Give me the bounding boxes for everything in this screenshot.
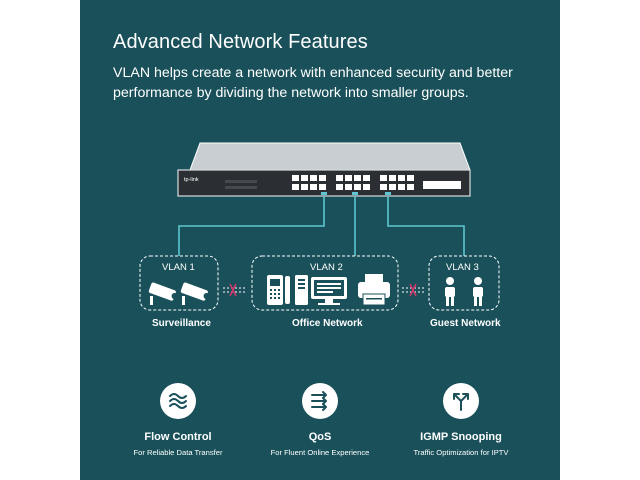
vlan3-label: VLAN 3: [446, 262, 479, 273]
feature-qos: QoS For Fluent Online Experience: [245, 383, 395, 457]
flow-control-subtitle: For Reliable Data Transfer: [133, 448, 223, 457]
vlan2-label: VLAN 2: [310, 262, 343, 273]
guest-network-label: Guest Network: [430, 318, 501, 329]
ip-phone-icon: [267, 275, 290, 305]
vlan1-label: VLAN 1: [162, 262, 195, 273]
vlan1-box: [139, 255, 219, 311]
printer-icon: [358, 274, 390, 306]
qos-title: QoS: [308, 431, 332, 443]
switch-brand-logo: tp-link: [184, 177, 199, 183]
feature-flow-control: Flow Control For Reliable Data Transfer: [103, 383, 253, 457]
igmp-snooping-title: IGMP Snooping: [420, 431, 502, 443]
feature-igmp-snooping: IGMP Snooping Traffic Optimization for I…: [386, 383, 536, 457]
office-network-label: Office Network: [292, 318, 363, 329]
vlan-isolation-marks: [223, 283, 425, 297]
feature-panel: Advanced Network Features VLAN helps cre…: [80, 0, 560, 480]
flow-control-title: Flow Control: [144, 431, 212, 443]
switch-ports: [292, 175, 414, 195]
vlan-diagram: tp-link: [139, 142, 500, 311]
description-text: VLAN helps create a network with enhance…: [113, 65, 513, 101]
camera-icon: [148, 282, 210, 305]
igmp-snooping-subtitle: Traffic Optimization for IPTV: [413, 448, 509, 457]
vlan-links: [178, 196, 465, 256]
surveillance-label: Surveillance: [152, 318, 211, 329]
waves-icon: [160, 383, 196, 419]
vlan2-box: [251, 255, 399, 311]
branching-arrows-icon: [443, 383, 479, 419]
qos-subtitle: For Fluent Online Experience: [270, 448, 370, 457]
priority-arrows-icon: [302, 383, 338, 419]
network-switch: tp-link: [177, 142, 471, 197]
vlan3-box: [428, 255, 500, 311]
page-title: Advanced Network Features: [113, 31, 368, 53]
guest-users-icon: [445, 277, 483, 306]
desktop-computer-icon: [295, 275, 347, 305]
